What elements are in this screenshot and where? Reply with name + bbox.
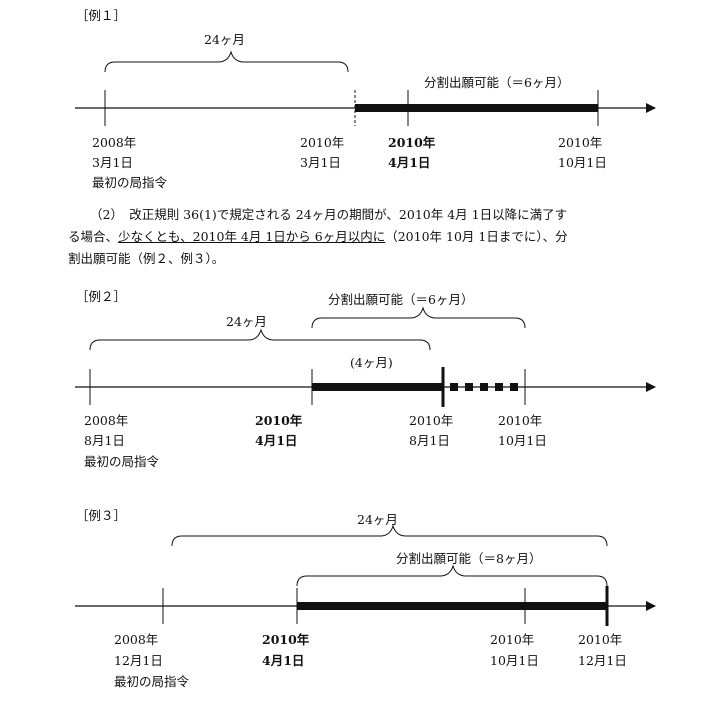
ex3-date3-md: 10月1日 (490, 653, 539, 668)
ex2-date3-year: 2010年 (409, 413, 454, 428)
ex3-date1-note: 最初の局指令 (114, 674, 190, 689)
ex2-date4-md: 10月1日 (498, 433, 547, 448)
ex3-divisional-label: 分割出願可能（＝8ヶ月） (396, 551, 542, 566)
ex3-date3-year: 2010年 (490, 632, 535, 647)
rule-paragraph-line-1: （2） 改正規則 36(1)で規定される 24ヶ月の期間が、2010年 4月 1… (90, 207, 568, 222)
ex2-brace-divisional (311, 306, 526, 329)
ex2-diagram (75, 306, 656, 407)
ex1-diagram (75, 50, 656, 126)
ex2-date2-year: 2010年 (255, 413, 303, 428)
ex1-date2-md: 3月1日 (300, 155, 341, 170)
ex2-label: ［例２］ (76, 289, 127, 304)
ex3-period-bar (297, 602, 607, 610)
ex3-brace-divisional (296, 564, 608, 587)
ex1-brace-24 (104, 50, 349, 73)
ex3-diagram (75, 524, 656, 626)
ex2-date1-year: 2008年 (84, 413, 129, 428)
ex1-date2-year: 2010年 (300, 135, 345, 150)
ex2-period-bar (312, 383, 443, 391)
ex3-span-24-label: 24ヶ月 (357, 512, 398, 527)
ex2-date4-year: 2010年 (498, 413, 543, 428)
ex2-divisional-label: 分割出願可能（＝6ヶ月） (328, 292, 474, 307)
ex1-span-24-label: 24ヶ月 (204, 32, 245, 47)
rule-paragraph-line-3: 割出願可能（例２、例３）。 (68, 251, 225, 266)
ex2-brace-24 (89, 328, 431, 351)
rule-paragraph-line-2: る場合、少なくとも、2010年 4月 1日から 6ヶ月以内に（2010年 10月… (68, 226, 668, 248)
ex1-date1-note: 最初の局指令 (92, 175, 168, 190)
ex1-date3-md: 4月1日 (388, 155, 431, 170)
ex2-date2-md: 4月1日 (255, 433, 298, 448)
ex1-date1-md: 3月1日 (92, 155, 133, 170)
ex2-span-24-label: 24ヶ月 (226, 314, 267, 329)
rule-paragraph-underlined: 少なくとも、2010年 4月 1日から 6ヶ月以内に (118, 229, 386, 244)
ex3-date1-year: 2008年 (114, 632, 159, 647)
rule-paragraph: （2） 改正規則 36(1)で規定される 24ヶ月の期間が、2010年 4月 1… (68, 204, 668, 270)
ex1-date1-year: 2008年 (92, 135, 137, 150)
ex2-four-months-label: (4ヶ月) (350, 355, 393, 370)
ex1-period-bar (355, 104, 598, 112)
rule-paragraph-line-2b: （2010年 10月 1日までに）、分 (385, 229, 568, 244)
ex2-date3-md: 8月1日 (409, 433, 450, 448)
ex1-divisional-label: 分割出願可能（＝6ヶ月） (424, 75, 570, 90)
ex1-date3-year: 2010年 (388, 135, 436, 150)
ex3-brace-24 (171, 524, 608, 547)
ex3-date2-md: 4月1日 (262, 653, 305, 668)
ex2-date1-md: 8月1日 (84, 433, 125, 448)
ex3-date4-md: 12月1日 (578, 653, 627, 668)
ex3-date2-year: 2010年 (262, 632, 310, 647)
ex3-date4-year: 2010年 (578, 632, 623, 647)
ex1-label: ［例１］ (76, 8, 127, 23)
ex1-date4-year: 2010年 (558, 135, 603, 150)
ex3-label: ［例３］ (76, 508, 127, 523)
ex3-date1-md: 12月1日 (114, 653, 163, 668)
rule-paragraph-line-2a: る場合、 (68, 229, 119, 244)
ex2-date1-note: 最初の局指令 (84, 454, 160, 469)
ex1-date4-md: 10月1日 (558, 155, 607, 170)
